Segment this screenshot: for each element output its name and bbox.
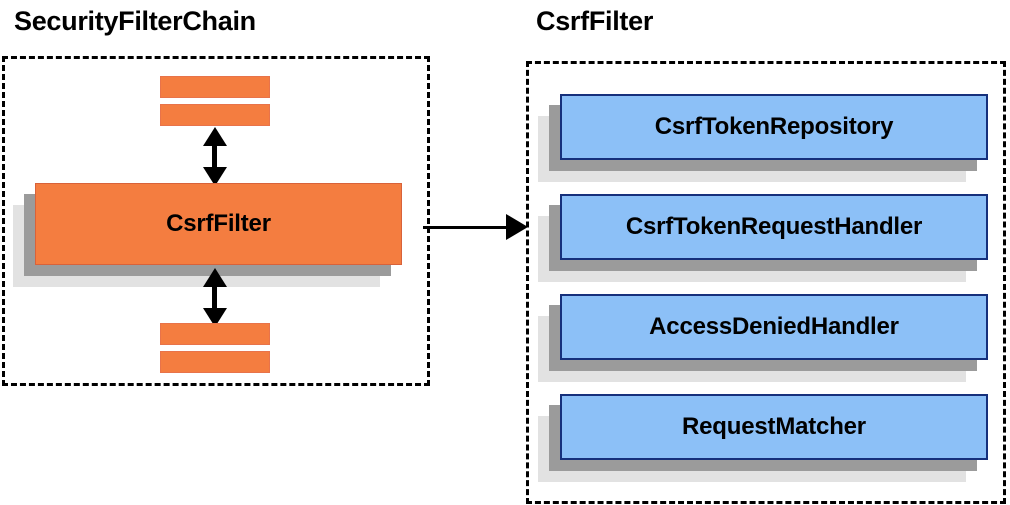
node-face: RequestMatcher [560, 394, 988, 460]
filter-slot-top-1 [160, 76, 270, 98]
security-filter-chain-panel [2, 56, 430, 386]
right-panel-title: CsrfFilter [536, 6, 654, 36]
node-face: CsrfFilter [35, 183, 402, 265]
filter-slot-top-2 [160, 104, 270, 126]
collaborator-node-csrf-token-repository[interactable]: CsrfTokenRepository [538, 94, 988, 182]
arrow-down-top-icon [203, 167, 227, 186]
csrf-filter-node[interactable]: CsrfFilter [13, 183, 402, 287]
node-face: CsrfTokenRepository [560, 94, 988, 160]
connector-line [423, 226, 508, 229]
filter-slot-bottom-2 [160, 351, 270, 373]
arrow-down-bottom-icon [203, 308, 227, 327]
node-face: AccessDeniedHandler [560, 294, 988, 360]
arrow-shaft-top [212, 142, 217, 174]
collaborator-node-access-denied-handler[interactable]: AccessDeniedHandler [538, 294, 988, 382]
arrow-up-top-icon [203, 127, 227, 146]
arrow-shaft-bottom [212, 283, 217, 315]
collaborator-label: RequestMatcher [682, 413, 866, 440]
left-panel-title: SecurityFilterChain [14, 6, 256, 36]
filter-slot-bottom-1 [160, 323, 270, 345]
arrow-up-bottom-icon [203, 268, 227, 287]
connector-arrow-right-icon [506, 214, 528, 240]
csrf-filter-panel [526, 61, 1006, 504]
collaborator-label: AccessDeniedHandler [649, 313, 899, 340]
node-face: CsrfTokenRequestHandler [560, 194, 988, 260]
collaborator-label: CsrfTokenRepository [654, 113, 894, 140]
collaborator-node-csrf-token-request-handler[interactable]: CsrfTokenRequestHandler [538, 194, 988, 282]
collaborator-node-request-matcher[interactable]: RequestMatcher [538, 394, 988, 482]
csrf-filter-label: CsrfFilter [166, 210, 271, 237]
collaborator-label: CsrfTokenRequestHandler [625, 213, 923, 240]
